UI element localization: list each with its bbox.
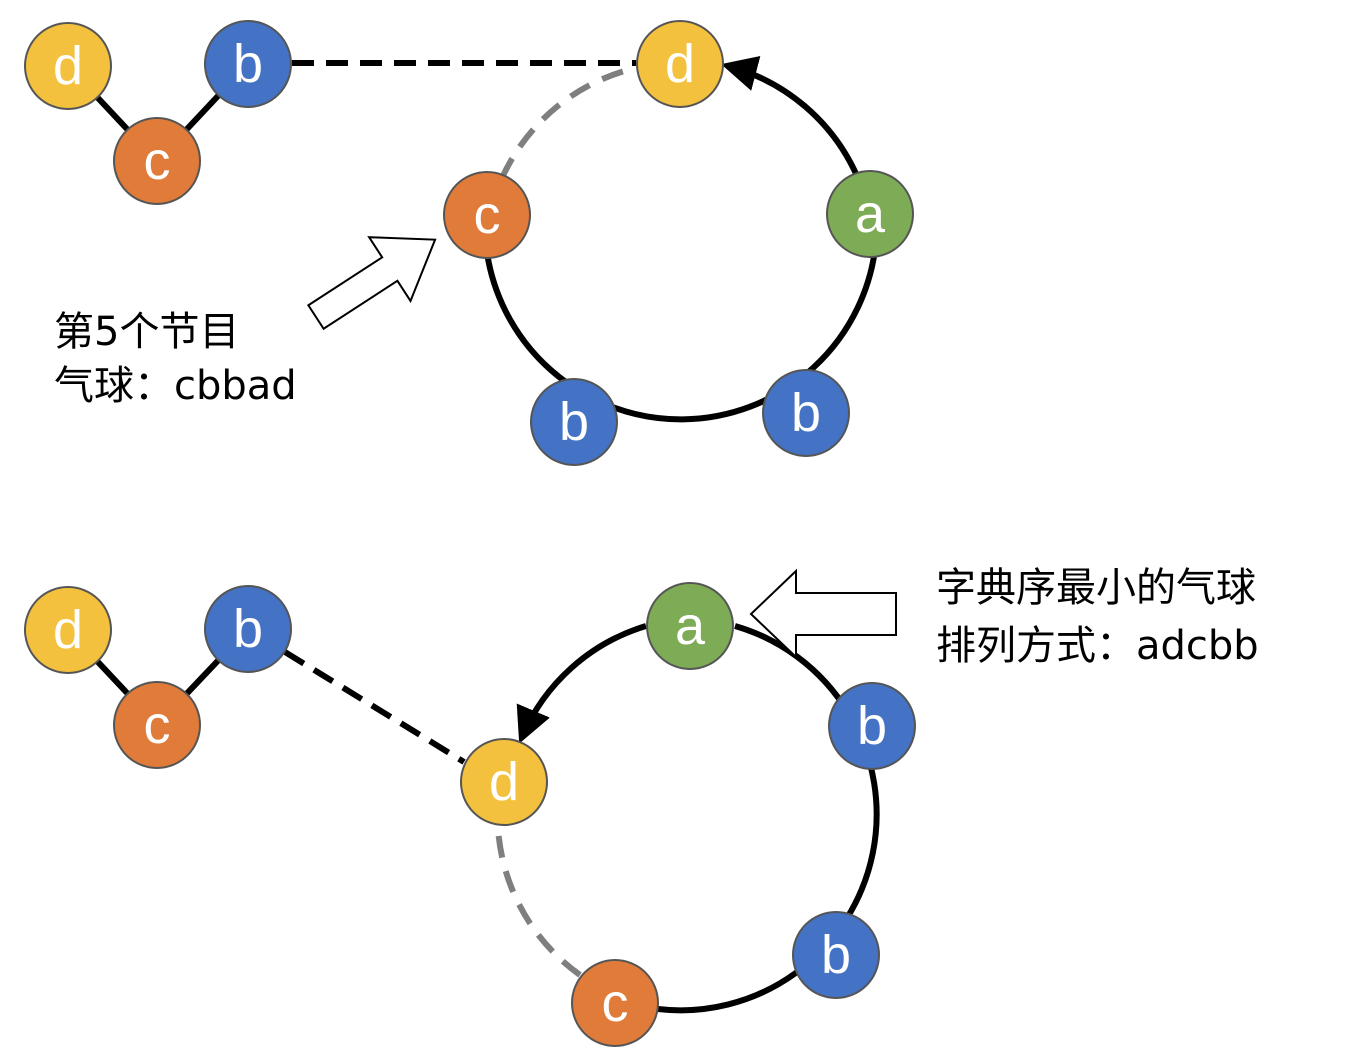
- bottom-chain-node-b-circle: [204, 585, 292, 673]
- top-ring-node-b-left-circle: [530, 378, 618, 466]
- bottom-ring-node-b-top-circle: [828, 682, 916, 770]
- bottom-chain-node-b-label: b: [233, 599, 263, 659]
- bottom-panel: 字典序最小的气球 排列方式：adcbb d c b a b b: [24, 565, 1259, 1047]
- bottom-ring-dashed-arc: [495, 827, 582, 978]
- top-caption-line1: 第5个节目: [54, 309, 239, 355]
- bottom-caption-line1: 字典序最小的气球: [936, 565, 1256, 611]
- top-chain-node-d-label: d: [53, 36, 83, 96]
- top-ring-arc: [483, 240, 879, 423]
- top-chain-node-c-label: c: [144, 131, 171, 191]
- top-chain-node-c: c: [113, 117, 201, 205]
- bottom-chain-node-d: d: [24, 586, 112, 674]
- top-chain-node-c-circle: [113, 117, 201, 205]
- top-chain-node-d-circle: [24, 22, 112, 110]
- top-hollow-arrow: [306, 236, 437, 331]
- bottom-ring-node-b-top-label: b: [857, 696, 887, 756]
- bottom-chain-node-c-label: c: [144, 695, 171, 755]
- top-ring-node-c-label: c: [474, 185, 501, 245]
- top-ring-node-b-left-label: b: [559, 392, 589, 452]
- bottom-dashed-link: [283, 649, 466, 765]
- top-ring-node-c: c: [443, 171, 531, 259]
- bottom-ring-node-c-label: c: [602, 973, 629, 1033]
- top-ring-node-a-label: a: [855, 184, 886, 244]
- top-ring-node-b-right: b: [762, 369, 850, 457]
- bottom-chain-node-b: b: [204, 585, 292, 673]
- top-chain-node-b-label: b: [233, 34, 263, 94]
- top-chain-node-b: b: [204, 20, 292, 108]
- bottom-ring-node-b-bottom-circle: [792, 911, 880, 999]
- bottom-ring-node-a-label: a: [675, 596, 706, 656]
- bottom-ring-node-a-circle: [646, 582, 734, 670]
- bottom-caption-line2: 排列方式：adcbb: [936, 623, 1259, 669]
- top-caption-line2: 气球：cbbad: [54, 363, 297, 409]
- top-ring-arrow: [721, 55, 860, 178]
- bottom-ring-node-d-label: d: [489, 752, 519, 812]
- top-ring-dashed-arc: [499, 64, 641, 180]
- bottom-ring-arc: [657, 623, 880, 1014]
- bottom-ring-node-d: d: [460, 738, 548, 826]
- top-ring-node-a: a: [826, 170, 914, 258]
- top-ring-node-d-circle: [636, 20, 724, 108]
- bottom-ring-node-b-bottom-label: b: [821, 925, 851, 985]
- bottom-ring-node-b-bottom: b: [792, 911, 880, 999]
- bottom-ring-node-c: c: [571, 959, 659, 1047]
- bottom-ring-arrow: [516, 623, 647, 744]
- top-chain-node-d: d: [24, 22, 112, 110]
- bottom-chain-node-d-label: d: [53, 600, 83, 660]
- top-ring-node-a-circle: [826, 170, 914, 258]
- bottom-hollow-arrow: [749, 568, 897, 660]
- top-ring-node-b-left: b: [530, 378, 618, 466]
- top-panel: 第5个节目 气球：cbbad d c b d a b b: [24, 20, 914, 466]
- bottom-ring-node-b-top: b: [828, 682, 916, 770]
- bottom-chain-node-d-circle: [24, 586, 112, 674]
- bottom-ring-node-d-circle: [460, 738, 548, 826]
- top-ring-node-d-label: d: [665, 34, 695, 94]
- top-ring-node-d: d: [636, 20, 724, 108]
- bottom-ring-node-c-circle: [571, 959, 659, 1047]
- top-ring-node-b-right-circle: [762, 369, 850, 457]
- bottom-chain-node-c-circle: [113, 681, 201, 769]
- top-chain-node-b-circle: [204, 20, 292, 108]
- bottom-ring-node-a: a: [646, 582, 734, 670]
- bottom-chain-node-c: c: [113, 681, 201, 769]
- top-ring-node-b-right-label: b: [791, 383, 821, 443]
- top-ring-node-c-circle: [443, 171, 531, 259]
